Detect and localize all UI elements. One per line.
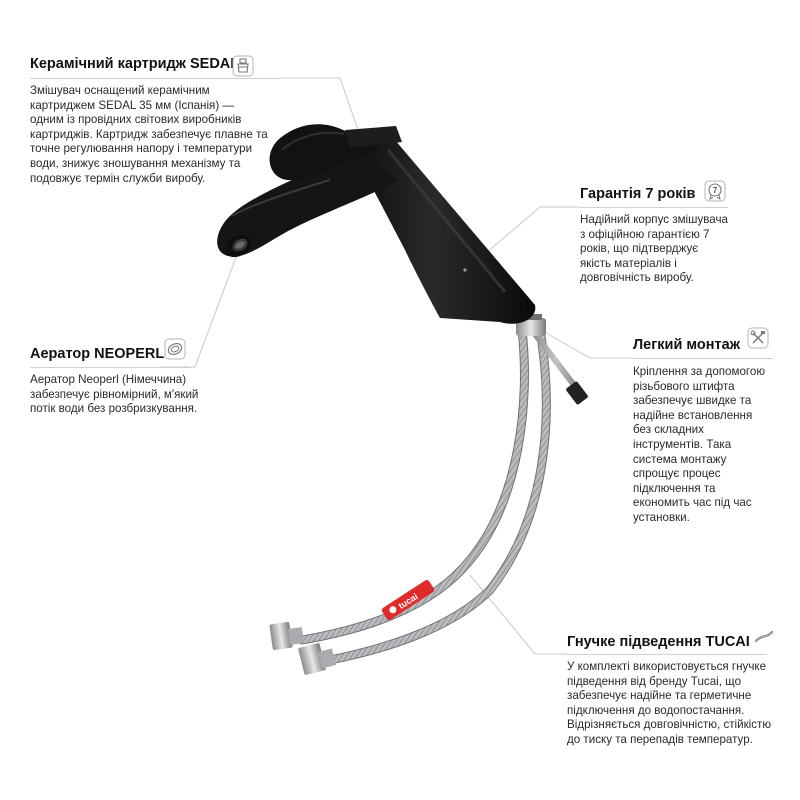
callout-hose-text: У комплекті використовується гнучке підв…	[567, 660, 772, 746]
base-fittings	[516, 314, 546, 336]
divider	[633, 358, 773, 359]
tucai-label: tucai	[381, 580, 435, 620]
warranty-badge-number: 7	[713, 186, 718, 195]
divider	[580, 207, 728, 208]
divider	[567, 654, 767, 655]
divider	[30, 367, 190, 368]
leader-warranty	[465, 206, 580, 271]
leader-install	[531, 324, 633, 359]
callout-cartridge-text: Змішувач оснащений керамічним картриджем…	[30, 84, 268, 185]
tools-icon	[747, 327, 769, 349]
callout-aerator-text: Аератор Neoperl (Німеччина) забезпечує р…	[30, 373, 199, 416]
callout-aerator-title: Аератор NEOPERL	[30, 346, 165, 362]
hose-icon	[754, 630, 774, 643]
leader-hose	[469, 574, 567, 655]
leader-cartridge	[280, 77, 359, 131]
callout-warranty-title: Гарантія 7 років	[580, 186, 696, 202]
cartridge-icon	[232, 55, 254, 77]
callout-install-text: Кріплення за допомогою різьбового штифта…	[633, 365, 766, 524]
callout-install-title: Легкий монтаж	[633, 337, 740, 353]
hose-nut-left	[269, 621, 305, 651]
divider	[30, 78, 280, 79]
warranty-7-icon: 7	[704, 180, 726, 202]
hose-nut-right	[298, 643, 336, 675]
flex-hoses	[297, 325, 551, 665]
callout-warranty-text: Надійний корпус змішувача з офіційною га…	[580, 213, 728, 285]
callout-hose-title: Гнучке підведення TUCAI	[567, 634, 750, 650]
callout-cartridge-title: Керамічний картридж SEDAL	[30, 56, 240, 72]
aerator-icon	[164, 338, 186, 360]
mounting-stud	[529, 327, 588, 405]
tucai-label-text: tucai	[397, 591, 420, 611]
